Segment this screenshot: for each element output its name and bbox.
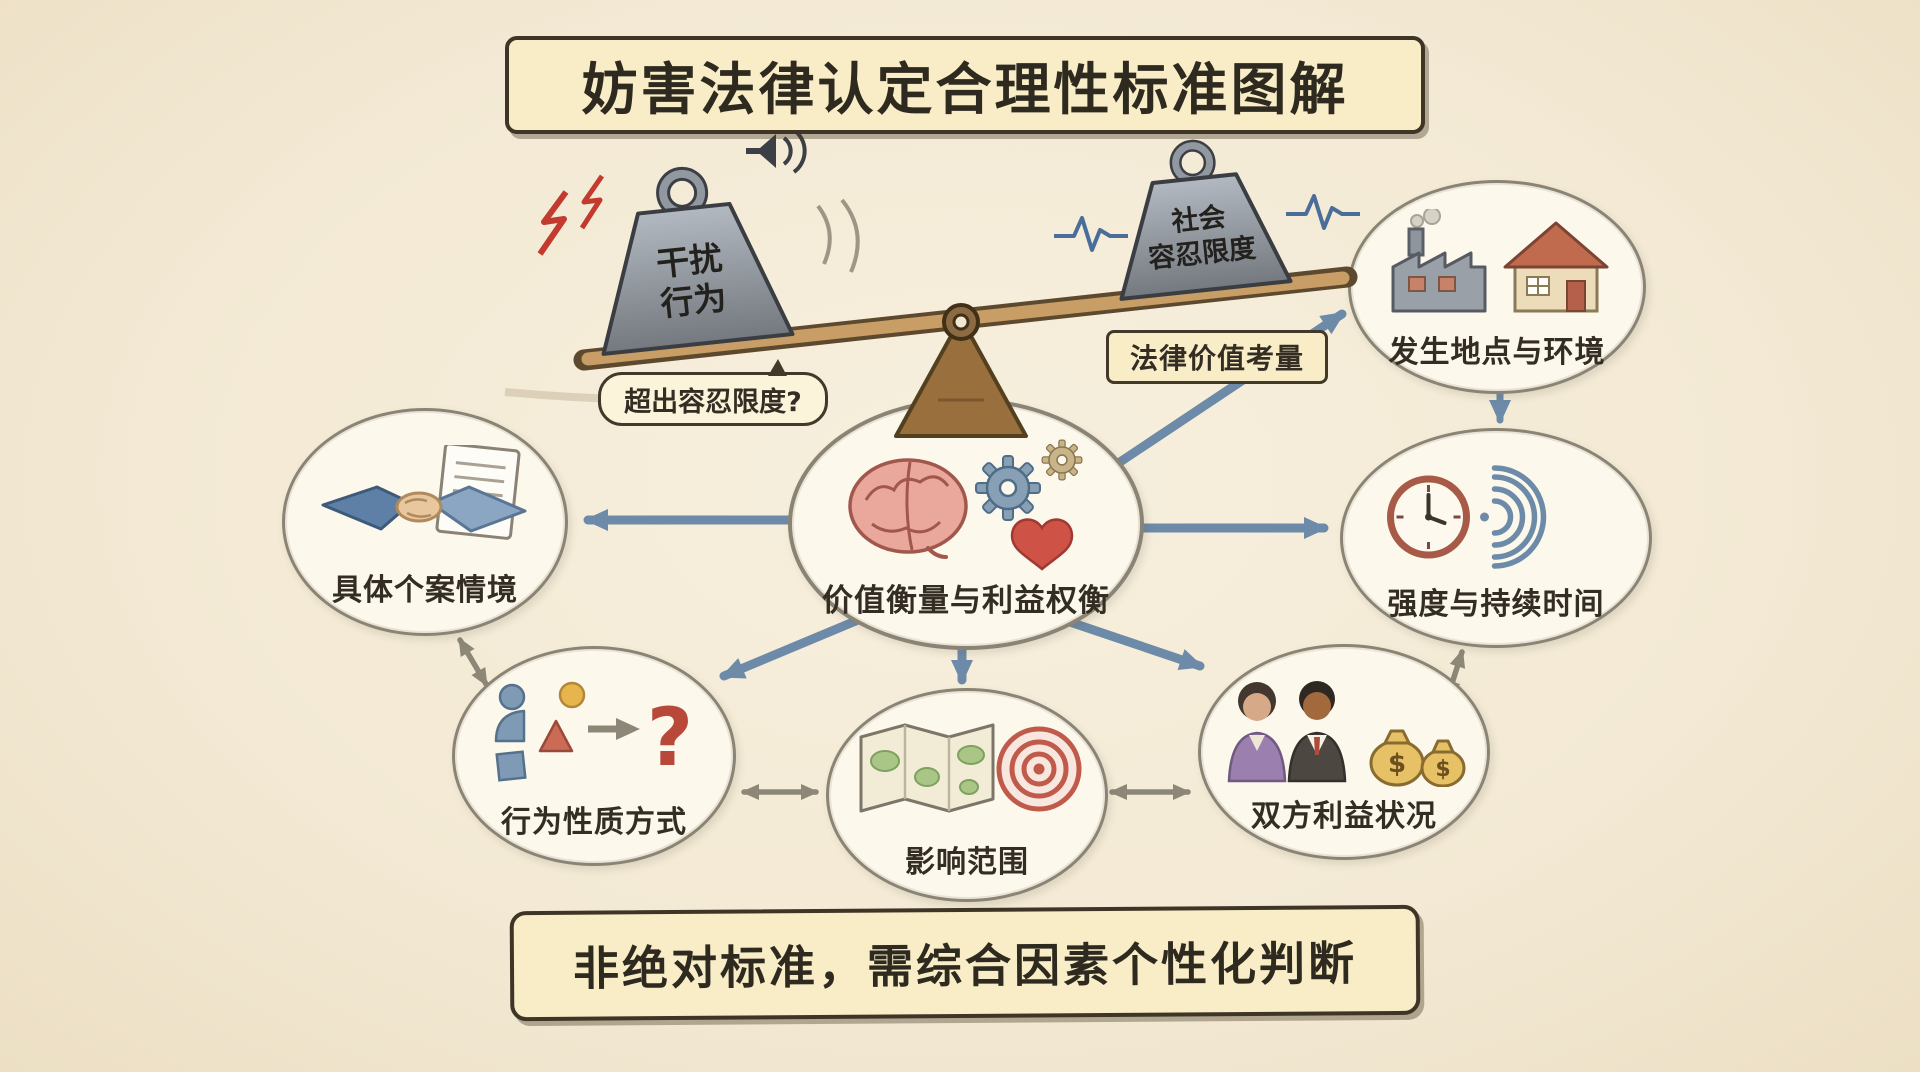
pivot-hole <box>952 313 970 331</box>
left-weight-text-1: 干扰 <box>654 238 724 284</box>
heart-icon <box>1010 518 1074 571</box>
zigzag-icon-2 <box>579 174 605 230</box>
node-case: 具体个案情境 <box>282 408 568 636</box>
right-weight-text-2: 容忍限度 <box>1147 232 1258 275</box>
node-case-label: 具体个案情境 <box>332 573 518 608</box>
left-weight-icon: 干扰 行为 <box>601 166 795 356</box>
arrow-case-behavior <box>457 637 489 687</box>
footer-text: 非绝对标准，需综合因素个性化判断 <box>572 936 1358 996</box>
intensity-icons <box>1387 465 1547 569</box>
clock-icon <box>1387 475 1470 559</box>
scope-icons <box>859 723 1082 813</box>
pulse-icon-right <box>1286 194 1360 230</box>
bubble-tail <box>768 359 787 376</box>
node-location-label: 发生地点与环境 <box>1388 335 1606 370</box>
tag-text: 法律价值考量 <box>1129 342 1304 375</box>
people-icon <box>1227 681 1347 783</box>
footer-banner: 非绝对标准，需综合因素个性化判断 <box>509 904 1421 1022</box>
brain-icon <box>848 458 968 559</box>
node-intensity: 强度与持续时间 <box>1340 428 1652 648</box>
arrow-center-to-behavior <box>719 615 863 681</box>
right-weight-text-1: 社会 <box>1170 201 1227 238</box>
node-scope: 影响范围 <box>826 688 1108 902</box>
left-weight-text-2: 行为 <box>658 278 729 324</box>
page-title: 妨害法律认定合理性标准图解 <box>505 36 1425 134</box>
arrow-icon <box>588 718 640 740</box>
sound-waves-icon <box>1480 465 1547 569</box>
speaker-icon <box>746 128 807 174</box>
right-weight-icon: 社会 容忍限度 <box>1119 139 1293 301</box>
node-center-label: 价值衡量与利益权衡 <box>822 583 1110 619</box>
target-icon <box>996 726 1082 812</box>
dollar-sign: $ <box>1388 749 1406 779</box>
handshake-icon <box>321 485 527 533</box>
factory-icon <box>1391 209 1487 313</box>
map-icon <box>859 723 995 813</box>
arrow-center-to-interests <box>1059 615 1205 671</box>
pulse-icon-left <box>1054 216 1128 252</box>
question-mark: ? <box>647 691 693 784</box>
interests-icons: $ $ <box>1227 681 1466 787</box>
node-interests: $ $ 双方利益状况 <box>1198 644 1490 860</box>
gear-icon <box>975 455 1041 521</box>
shapes-icon <box>494 681 586 782</box>
node-behavior-label: 行为性质方式 <box>501 805 687 840</box>
center-icons <box>848 439 1083 571</box>
money-bags-icon: $ $ <box>1369 729 1466 787</box>
node-intensity-label: 强度与持续时间 <box>1387 587 1605 622</box>
motion-arc-1 <box>816 204 832 265</box>
speech-bubble: 超出容忍限度? <box>598 359 828 426</box>
zigzag-icon <box>537 190 569 256</box>
gear-icon-small <box>1041 439 1083 481</box>
node-location: 发生地点与环境 <box>1348 180 1646 394</box>
motion-arc-2 <box>840 198 860 273</box>
node-center: 价值衡量与利益权衡 <box>788 398 1144 650</box>
legal-value-tag: 法律价值考量 <box>1106 330 1328 384</box>
house-icon <box>1503 221 1609 313</box>
location-icons <box>1391 209 1609 313</box>
bubble-text: 超出容忍限度? <box>624 386 802 418</box>
node-interests-label: 双方利益状况 <box>1251 799 1437 834</box>
case-icons <box>321 445 527 540</box>
dollar-sign-2: $ <box>1435 757 1450 782</box>
node-scope-label: 影响范围 <box>905 845 1029 880</box>
node-behavior: ? 行为性质方式 <box>452 646 736 866</box>
behavior-icons: ? <box>494 681 693 784</box>
pivot-outer <box>942 303 980 341</box>
page-title-text: 妨害法律认定合理性标准图解 <box>581 57 1349 123</box>
